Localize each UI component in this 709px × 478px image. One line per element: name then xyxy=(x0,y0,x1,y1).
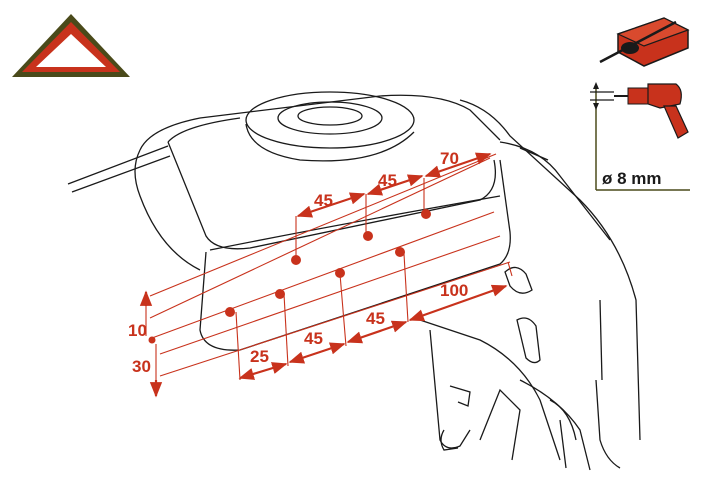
drill-icon xyxy=(590,82,690,191)
product-outline xyxy=(67,91,641,471)
dim-left-lower: 30 xyxy=(132,357,151,376)
dim-bottom-3: 45 xyxy=(366,309,385,328)
dim-left-upper: 10 xyxy=(128,321,147,340)
dim-top-2: 45 xyxy=(378,171,397,190)
arrow-top-2 xyxy=(366,174,424,196)
drill-diameter-label: ø 8 mm xyxy=(602,169,662,188)
hole-lower-3 xyxy=(335,268,345,278)
hole-upper-1 xyxy=(291,255,301,265)
hole-lower-4 xyxy=(395,247,405,257)
arrow-top-1 xyxy=(296,192,366,218)
arrow-top-3 xyxy=(424,152,492,178)
dim-top-3: 70 xyxy=(440,149,459,168)
reference-lines xyxy=(145,153,513,392)
hole-upper-3 xyxy=(421,209,431,219)
warning-triangle-icon xyxy=(12,14,130,77)
hole-lower-2 xyxy=(275,289,285,299)
arrow-bottom-2 xyxy=(288,342,346,364)
dim-bottom-2: 45 xyxy=(304,329,323,348)
drill-holes xyxy=(148,209,431,344)
dim-top-1: 45 xyxy=(314,191,333,210)
dimension-labels: 45 45 70 25 45 45 100 10 30 xyxy=(128,149,468,376)
hole-lower-1 xyxy=(225,307,235,317)
hole-upper-2 xyxy=(363,231,373,241)
hole-left-ref xyxy=(148,336,156,344)
mounting-bracket-icon xyxy=(599,17,690,67)
dimension-arrows xyxy=(139,152,508,398)
arrow-bottom-3 xyxy=(346,320,408,344)
arrow-bottom-1 xyxy=(238,362,288,380)
arrow-bottom-right xyxy=(408,284,508,322)
dim-bottom-right: 100 xyxy=(440,281,468,300)
dim-bottom-1: 25 xyxy=(250,347,269,366)
